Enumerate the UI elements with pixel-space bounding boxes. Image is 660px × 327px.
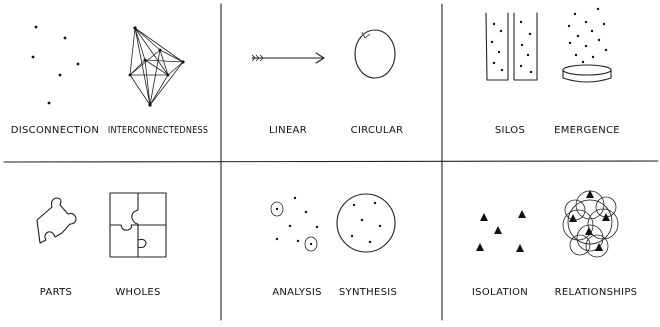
analysis-illustration [271, 197, 318, 251]
caption-linear: LINEAR [269, 125, 307, 136]
caption-relationships: RELATIONSHIPS [555, 287, 638, 298]
caption-disconnection: DISCONNECTION [11, 125, 99, 136]
caption-emergence: EMERGENCE [554, 125, 620, 136]
caption-analysis: ANALYSIS [272, 287, 322, 298]
caption-wholes: WHOLES [115, 287, 160, 298]
whole-puzzle-illustration [110, 193, 166, 257]
caption-interconnectedness: INTERCONNECTEDNESS [108, 125, 208, 136]
caption-circular: CIRCULAR [351, 125, 404, 136]
silos-illustration [486, 13, 537, 80]
grid-dividers [4, 4, 658, 320]
relationships-illustration [563, 190, 618, 257]
interconnectedness-illustration [129, 26, 185, 106]
synthesis-illustration [337, 194, 395, 252]
disconnection-illustration [32, 26, 80, 105]
caption-synthesis: SYNTHESIS [339, 287, 397, 298]
emergence-illustration [563, 8, 611, 82]
caption-silos: SILOS [495, 125, 525, 136]
caption-isolation: ISOLATION [472, 287, 528, 298]
linear-arrow-illustration [252, 53, 324, 63]
circular-illustration [355, 30, 395, 78]
isolation-illustration [476, 210, 526, 252]
puzzle-piece-illustration [37, 198, 76, 243]
caption-parts: PARTS [40, 287, 72, 298]
